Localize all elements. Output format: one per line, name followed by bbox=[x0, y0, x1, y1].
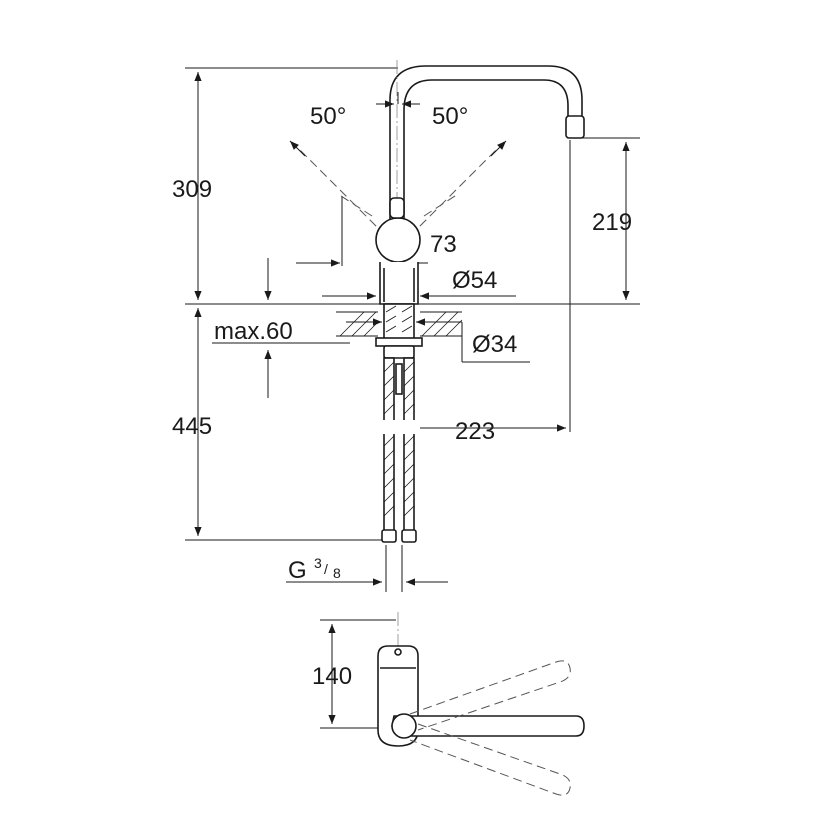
faucet-plan-view bbox=[377, 612, 585, 796]
dimension-labels: 50° 50° 309 219 73 Ø54 max.60 Ø34 445 22… bbox=[172, 103, 632, 690]
hole-diameter-label: Ø34 bbox=[472, 331, 517, 358]
angle-left-label: 50° bbox=[310, 103, 346, 130]
thread-denominator-label: 8 bbox=[333, 565, 341, 581]
height-total-label: 309 bbox=[172, 176, 212, 203]
spout-height-label: 219 bbox=[592, 209, 632, 236]
svg-text:/: / bbox=[324, 561, 328, 577]
plan-depth-label: 140 bbox=[312, 663, 352, 690]
hose-length-label: 445 bbox=[172, 413, 212, 440]
spout-reach-label: 223 bbox=[455, 418, 495, 445]
thread-prefix-label: G bbox=[288, 557, 307, 584]
swivel-angle-lines bbox=[289, 92, 507, 237]
plan-lever bbox=[391, 715, 585, 737]
deck-thickness-label: max.60 bbox=[214, 318, 293, 345]
thread-numerator-label: 3 bbox=[314, 555, 322, 571]
extension-lines bbox=[185, 67, 640, 729]
angle-right-label: 50° bbox=[432, 103, 468, 130]
handle-knob bbox=[375, 217, 421, 263]
base-diameter-label: Ø54 bbox=[452, 267, 497, 294]
faucet-side-view bbox=[337, 60, 585, 543]
handle-dim-label: 73 bbox=[430, 231, 457, 258]
countertop bbox=[336, 311, 463, 337]
